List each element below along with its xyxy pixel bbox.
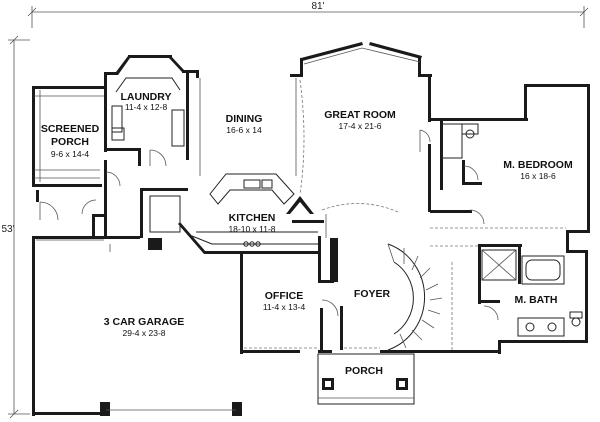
kitchen-label: KITCHEN [229, 212, 276, 224]
screened-porch-label-1: SCREENED [41, 123, 100, 135]
foyer-label: FOYER [354, 288, 391, 300]
office-size: 11-4 x 13-4 [263, 302, 306, 312]
fixtures-and-doors [34, 47, 583, 411]
porch-label: PORCH [345, 365, 383, 377]
dining-size: 16-6 x 14 [226, 125, 262, 135]
room-labels: LAUNDRY 11-4 x 12-8 SCREENED PORCH 9-6 x… [41, 91, 573, 377]
screened-porch-size: 9-6 x 14-4 [51, 149, 90, 159]
great-room-size: 17-4 x 21-6 [339, 121, 382, 131]
screened-porch-label-2: PORCH [51, 136, 89, 148]
m-bedroom-size: 16 x 18-6 [520, 171, 556, 181]
width-dimension: 81' [27, 1, 589, 28]
depth-dimension: 53' [1, 35, 30, 419]
kitchen-size: 18-10 x 11-8 [228, 224, 275, 234]
garage-label: 3 CAR GARAGE [104, 316, 185, 328]
exterior-walls [32, 42, 590, 416]
laundry-size: 11-4 x 12-8 [125, 102, 168, 112]
garage-size: 29-4 x 23-8 [123, 328, 166, 338]
m-bath-label: M. BATH [515, 294, 558, 306]
office-label: OFFICE [265, 290, 304, 302]
m-bedroom-label: M. BEDROOM [503, 159, 573, 171]
great-room-label: GREAT ROOM [324, 109, 396, 121]
laundry-label: LAUNDRY [121, 91, 172, 103]
depth-label: 53' [1, 224, 14, 235]
interior-walls [36, 120, 522, 350]
dining-label: DINING [226, 113, 263, 125]
width-label: 81' [311, 1, 324, 12]
